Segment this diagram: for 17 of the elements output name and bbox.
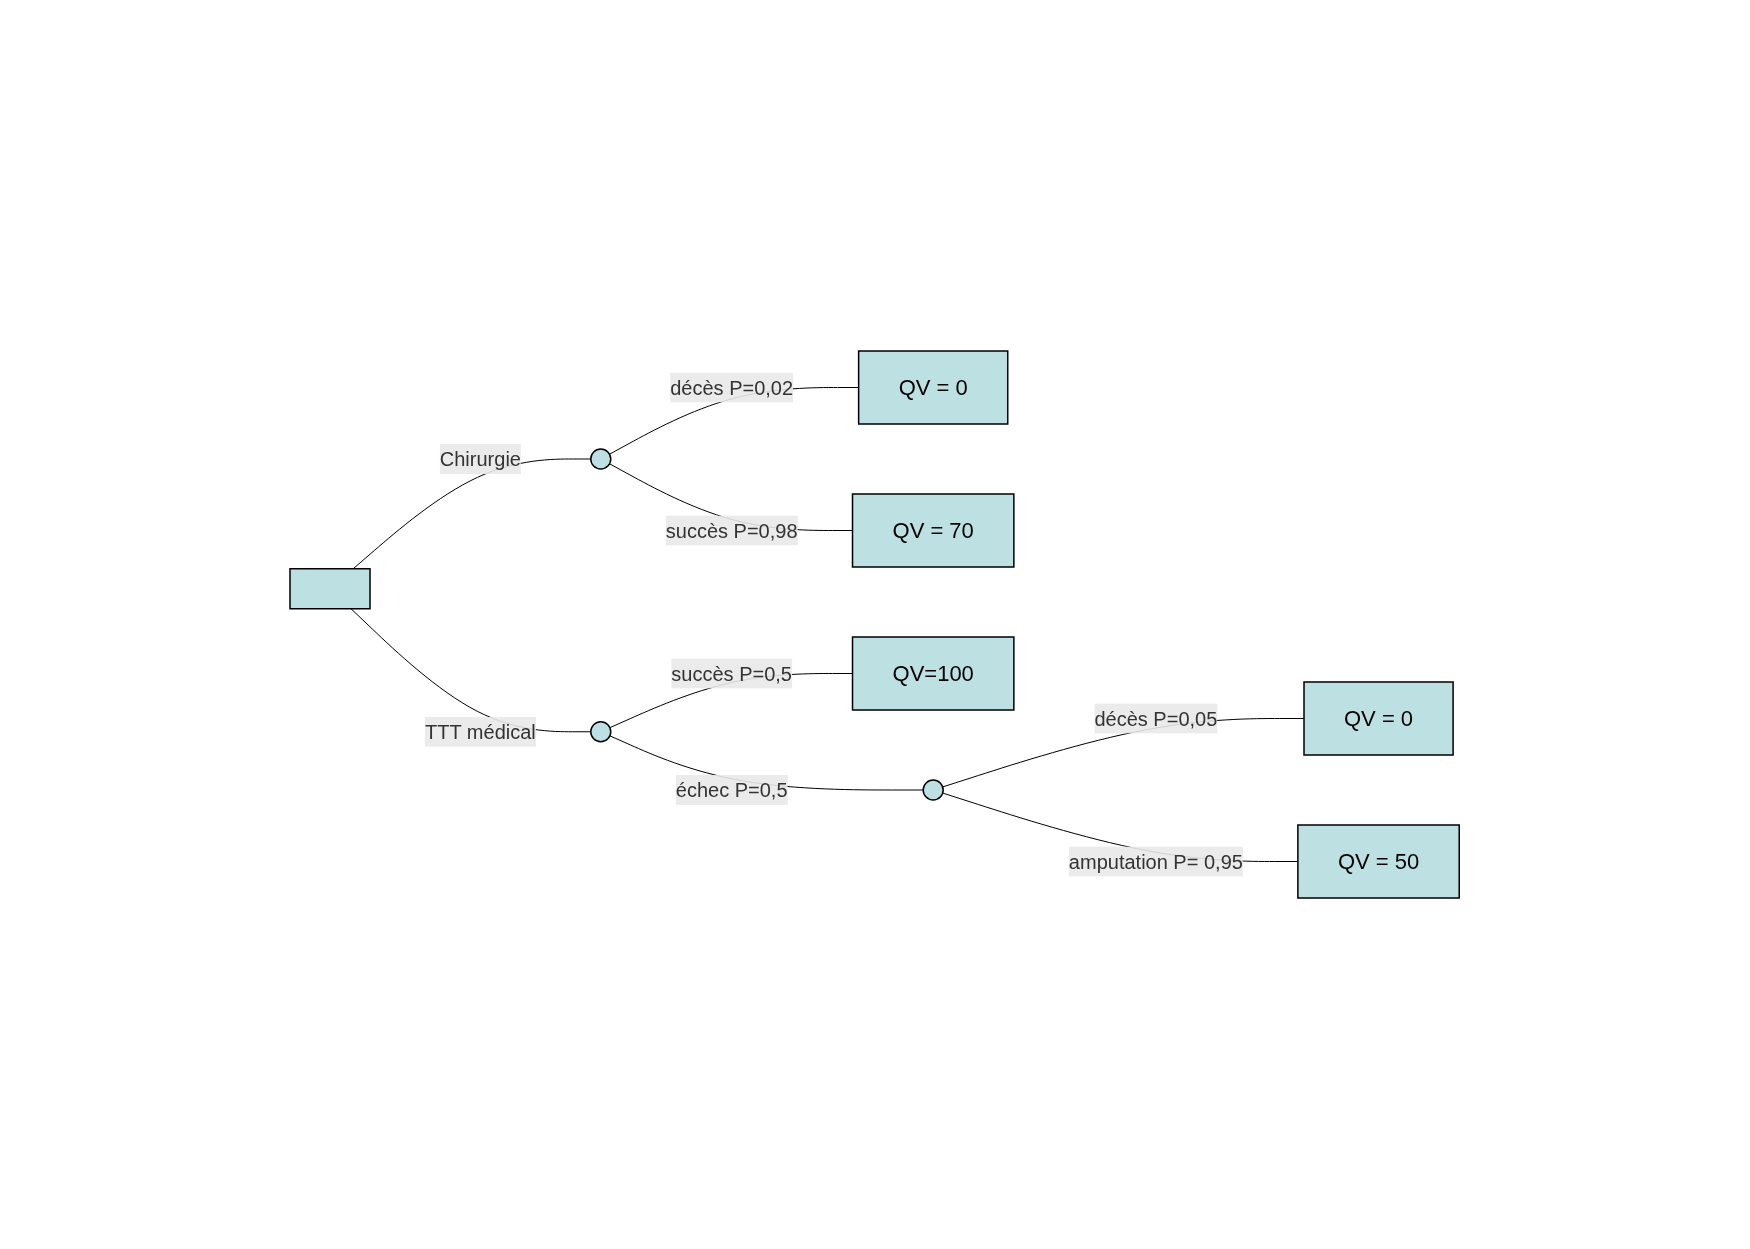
edge-label: succès P=0,98 <box>666 519 798 542</box>
edge-label: Chirurgie <box>440 448 522 470</box>
node-circle <box>922 779 945 801</box>
node-circle <box>590 721 612 743</box>
node-box: QV=100 <box>852 636 1015 711</box>
node-box: QV = 0 <box>1303 681 1455 756</box>
edge-label: décès P=0,05 <box>1094 707 1218 730</box>
node-box <box>289 568 372 610</box>
edge-label: décès P=0,02 <box>670 376 794 399</box>
node-box: QV = 0 <box>858 350 1009 425</box>
node-circle <box>590 448 612 470</box>
edge-label: succès P=0,5 <box>671 662 793 685</box>
edge-label: amputation P= 0,95 <box>1069 850 1244 873</box>
edge-label: échec P=0,5 <box>676 779 788 801</box>
node-box: QV = 70 <box>852 493 1015 568</box>
edge-label: TTT médical <box>425 720 537 743</box>
node-box: QV = 50 <box>1297 824 1461 899</box>
